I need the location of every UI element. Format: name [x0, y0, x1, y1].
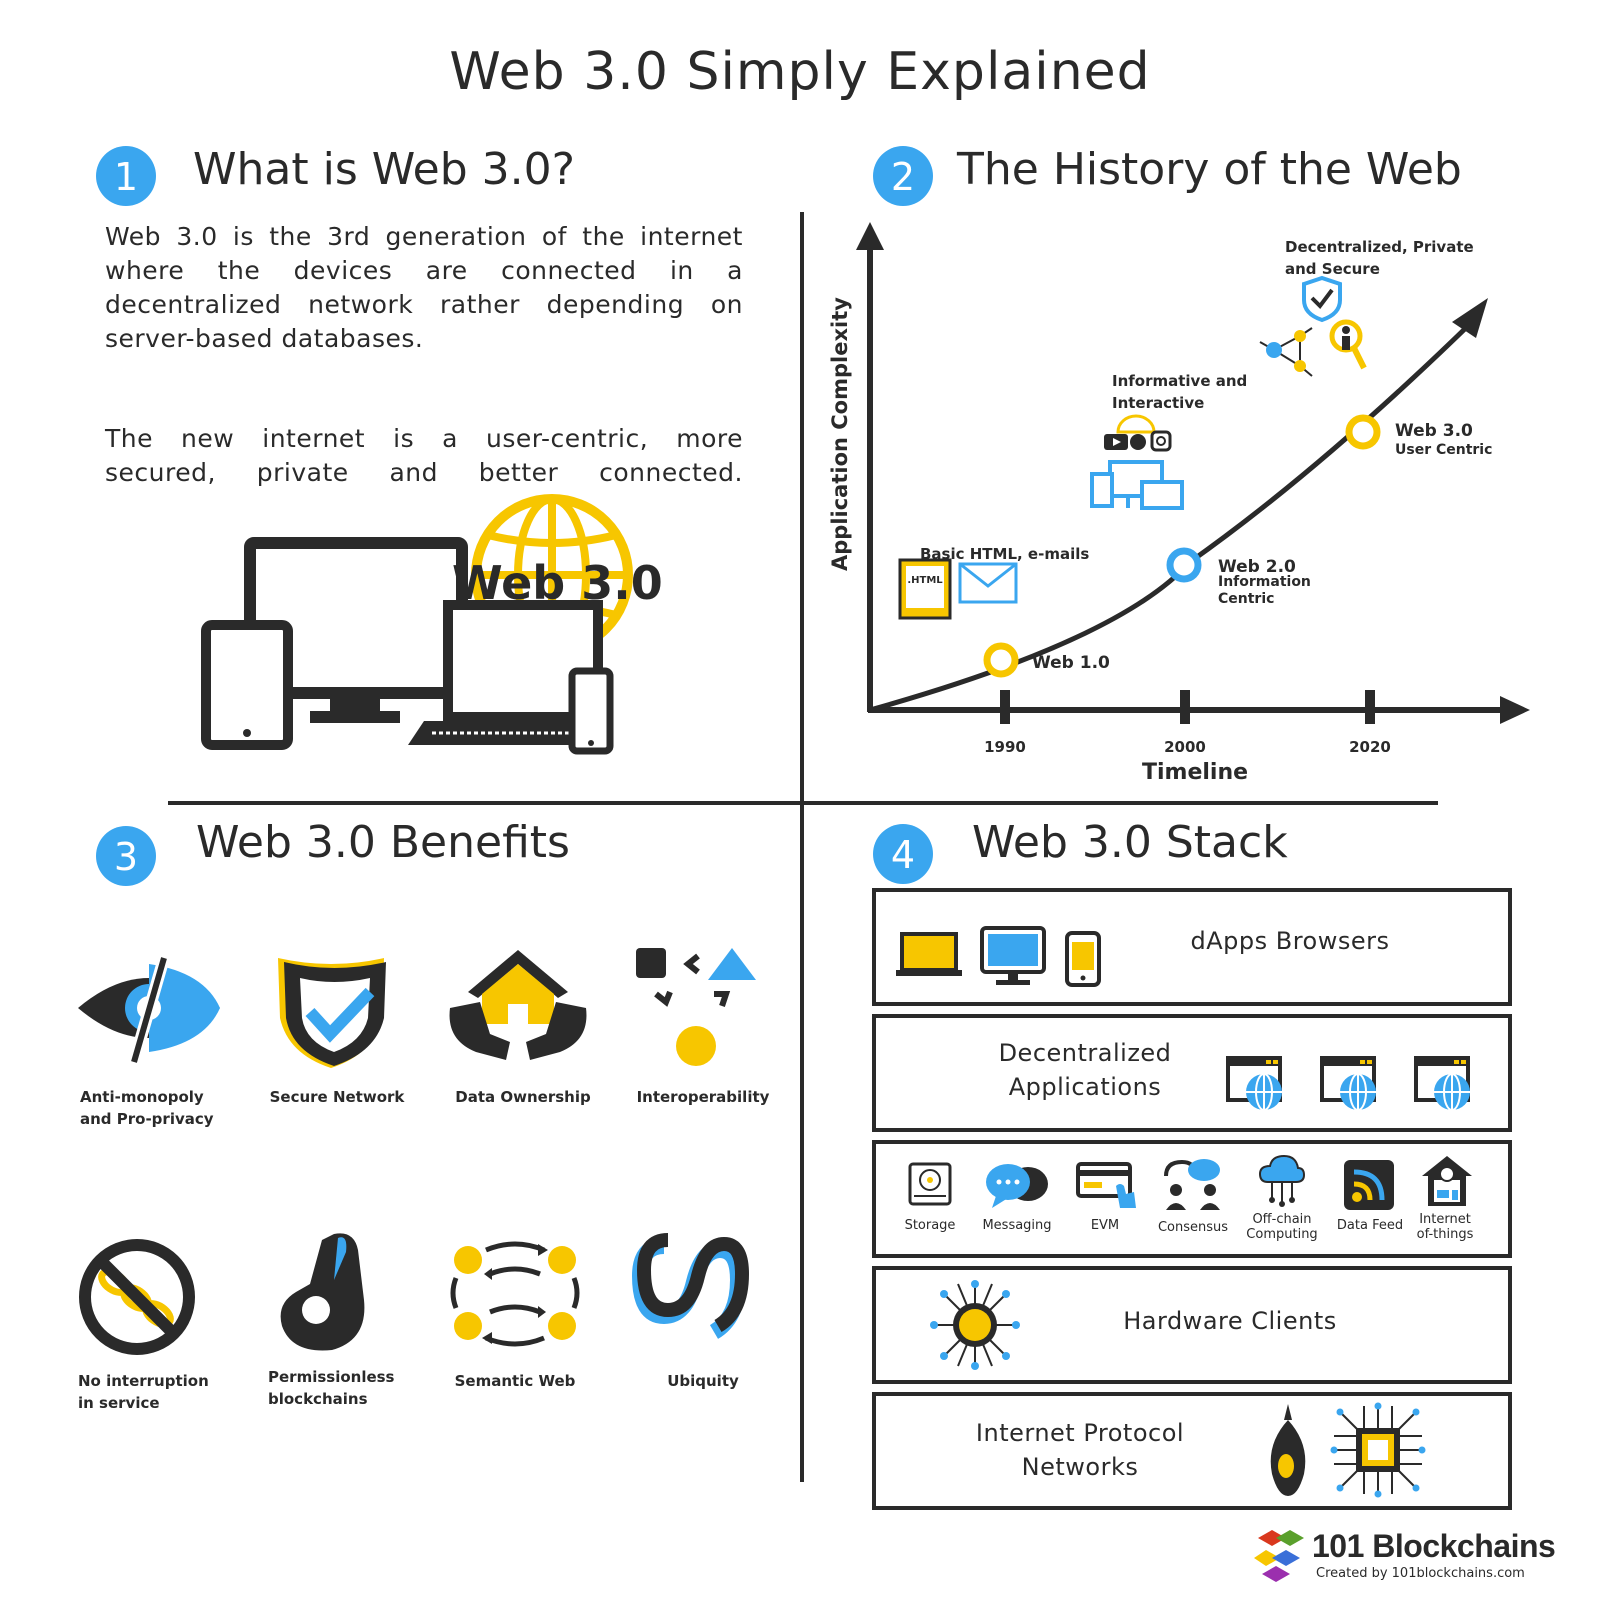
tick-2000	[1180, 690, 1190, 724]
shield-check-icon	[278, 958, 386, 1068]
web-app-icon-2	[1320, 1056, 1376, 1111]
benefit-label-semantic-web: Semantic Web	[454, 1372, 576, 1390]
protocol-label-evm: EVM	[1090, 1218, 1120, 1233]
benefit-label-anti-monopoly: Anti-monopoly and Pro-privacy	[80, 1088, 214, 1128]
horizontal-divider	[168, 801, 1438, 805]
benefit-label-secure-network: Secure Network	[269, 1088, 405, 1106]
101-blockchains-logo-icon	[1254, 1530, 1304, 1582]
shield-check-icon	[1302, 275, 1342, 323]
stack-layer-2-label: Decentralized Applications	[998, 1039, 1172, 1101]
eye-slash-icon	[78, 956, 220, 1064]
section-1-number: 1	[96, 146, 156, 206]
section-1-paragraph-2: The new internet is a user-centric, more…	[105, 424, 743, 487]
offchain-cloud-icon	[1258, 1154, 1306, 1207]
section-3-number: 3	[96, 826, 156, 886]
stack-layer-1-label: dApps Browsers	[1190, 927, 1390, 955]
hardware-chip-icon	[930, 1280, 1020, 1370]
benefit-label-interoperability: Interoperability	[636, 1088, 770, 1106]
email-icon	[958, 562, 1018, 604]
brand-credit: Created by 101blockchains.com	[1316, 1566, 1525, 1581]
protocol-label-data-feed: Data Feed	[1336, 1218, 1404, 1233]
web3-marker	[1345, 414, 1381, 450]
protocol-label-storage: Storage	[904, 1218, 956, 1233]
web-app-icon-3	[1414, 1056, 1470, 1111]
stack-layer-dapps-browsers	[872, 888, 1512, 1006]
html-file-icon: .HTML	[898, 558, 952, 620]
benefit-label-ubiquity: Ubiquity	[667, 1372, 739, 1390]
no-chain-icon	[79, 1239, 195, 1355]
desktop-icon	[980, 926, 1046, 985]
section-3-heading: Web 3.0 Benefits	[196, 817, 570, 868]
social-media-icons	[1104, 414, 1172, 452]
tick-2020	[1365, 690, 1375, 724]
protocol-label-iot: Internet of-things	[1416, 1212, 1474, 1242]
tablet-icon	[201, 620, 293, 750]
messaging-icon	[986, 1164, 1048, 1208]
tick-label-1990: 1990	[984, 738, 1026, 756]
vertical-divider	[800, 212, 804, 1482]
house-hands-icon	[449, 950, 587, 1060]
protocol-label-consensus: Consensus	[1157, 1220, 1229, 1235]
tick-label-2020: 2020	[1349, 738, 1391, 756]
section-2-heading: The History of the Web	[957, 144, 1462, 195]
brand-name: 101 Blockchains	[1312, 1528, 1556, 1564]
benefit-label-no-interruption: No interruption in service	[78, 1372, 209, 1412]
web2-name: Web 2.0	[1218, 557, 1296, 577]
page-title: Web 3.0 Simply Explained	[449, 42, 1151, 102]
stack-layer-5-label: Internet Protocol Networks	[975, 1419, 1185, 1481]
ok-hand-icon	[280, 1233, 365, 1351]
phone-icon	[568, 667, 614, 755]
tick-1990	[1000, 690, 1010, 724]
iot-house-icon	[1422, 1156, 1472, 1206]
web3-sub: User Centric	[1395, 442, 1493, 458]
tick-label-2000: 2000	[1164, 738, 1206, 756]
protocol-label-messaging: Messaging	[982, 1218, 1052, 1233]
section-4-number: 4	[873, 824, 933, 884]
interoperability-icon	[636, 948, 756, 1066]
web2-note: Informative and Interactive	[1112, 372, 1248, 412]
benefit-label-permissionless: Permissionless blockchains	[268, 1368, 395, 1408]
section-4-heading: Web 3.0 Stack	[972, 817, 1288, 868]
laptop-icon	[896, 932, 962, 976]
devices-illustration	[201, 494, 633, 755]
storage-icon	[908, 1162, 952, 1206]
web2-marker	[1166, 547, 1202, 583]
protocol-label-offchain: Off-chain Computing	[1246, 1212, 1318, 1242]
benefit-label-data-ownership: Data Ownership	[455, 1088, 591, 1106]
stack-layer-decentralized-apps	[872, 1014, 1512, 1132]
curve-arrow	[1452, 298, 1488, 338]
web3-name: Web 3.0	[1395, 421, 1473, 441]
network-nodes-icon	[1259, 327, 1313, 377]
web2-sub: Information Centric	[1218, 574, 1311, 607]
web3-note: Decentralized, Private and Secure	[1285, 238, 1474, 278]
y-axis-label: Application Complexity	[828, 297, 852, 571]
stack-layer-protocols	[872, 1140, 1512, 1258]
section-1-paragraph-1: Web 3.0 is the 3rd generation of the int…	[105, 222, 743, 353]
evm-icon	[1076, 1162, 1136, 1208]
consensus-icon	[1164, 1159, 1220, 1210]
section-2-number: 2	[873, 146, 933, 206]
circuit-chip-icon	[1330, 1402, 1426, 1498]
monitor-icon	[244, 537, 468, 723]
web1-marker	[983, 642, 1019, 678]
y-axis	[856, 222, 884, 712]
semantic-web-icon	[450, 1241, 580, 1347]
section-1-heading: What is Web 3.0?	[193, 144, 575, 195]
web1-name: Web 1.0	[1032, 653, 1110, 673]
ubiquity-icon	[631, 1233, 750, 1339]
web1-note: Basic HTML, e-mails	[920, 545, 1090, 563]
data-feed-icon	[1344, 1160, 1394, 1210]
multi-device-icon	[1090, 460, 1184, 510]
web3-device-label: Web 3.0	[452, 556, 663, 610]
user-search-icon	[1329, 319, 1367, 370]
html-file-label: .HTML	[907, 575, 943, 586]
onion-network-icon	[1270, 1404, 1306, 1496]
x-axis	[868, 696, 1530, 724]
mobile-icon	[1065, 931, 1101, 987]
stack-layer-4-label: Hardware Clients	[1123, 1307, 1337, 1335]
history-chart: .HTML	[856, 222, 1530, 724]
web-app-icon-1	[1226, 1056, 1282, 1111]
x-axis-label: Timeline	[1141, 760, 1249, 785]
